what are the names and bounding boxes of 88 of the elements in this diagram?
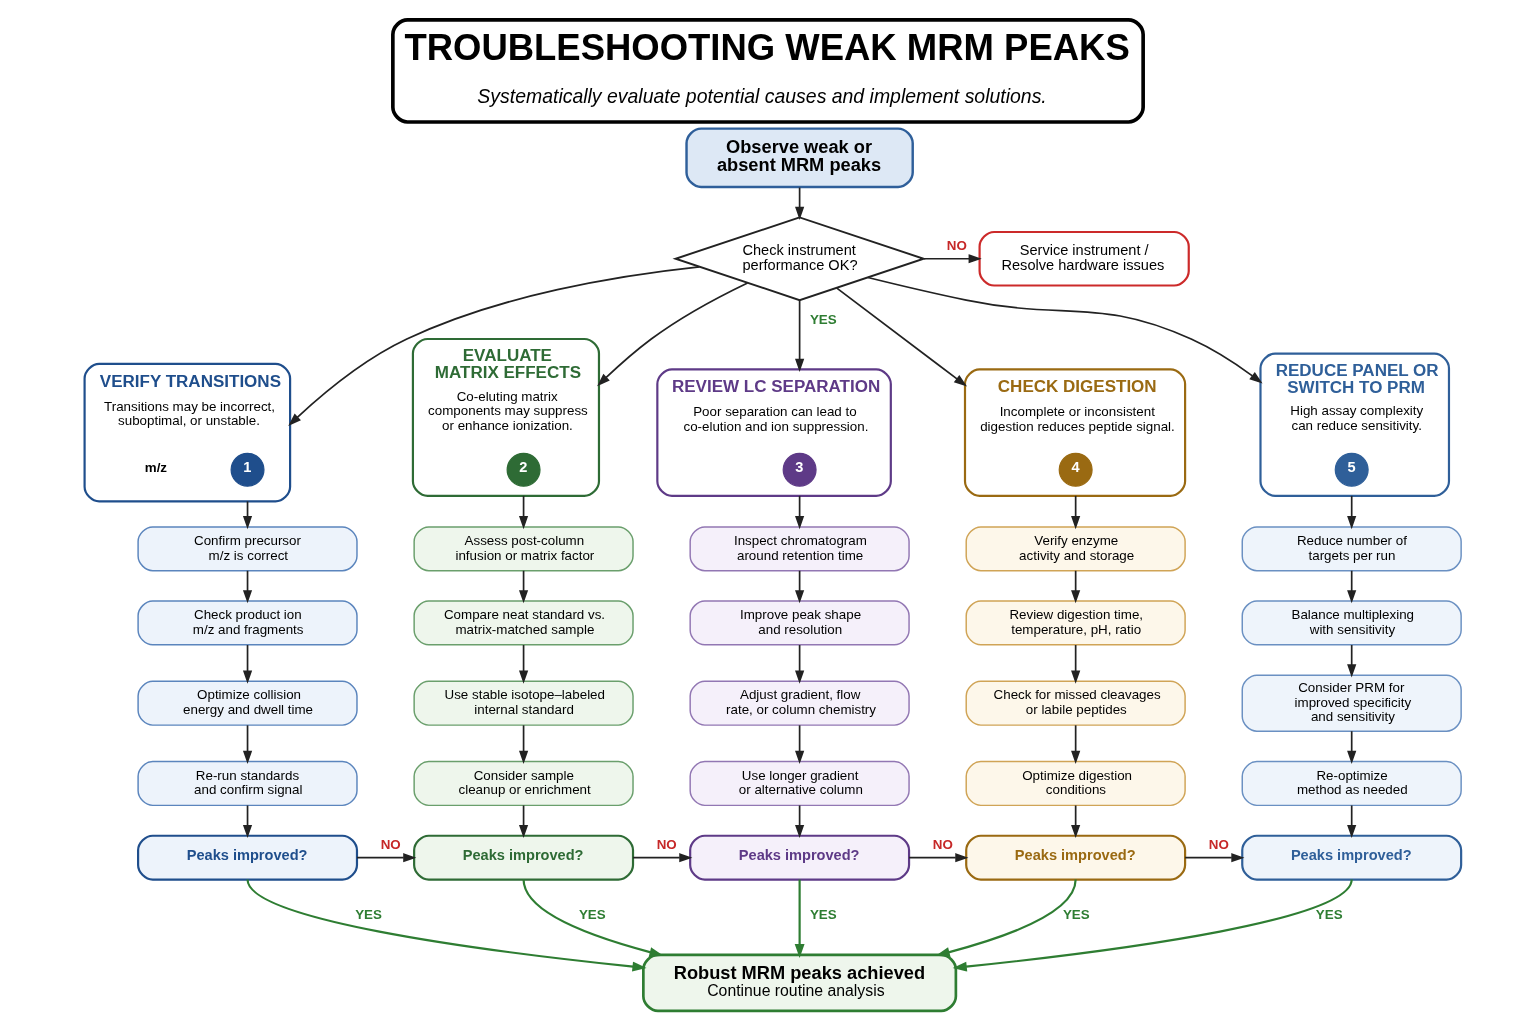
arrow [794,879,805,959]
arrow [288,265,701,426]
node-box: Peaks improved? [137,834,359,881]
arrow [597,282,749,387]
arrow [867,276,1263,384]
node-box: Re-run standards and confirm signal [137,760,358,807]
node-box: Confirm precursor m/z is correct [137,526,358,572]
edge-label: NO [946,238,967,254]
node-box: Review digestion time, temperature, pH, ratio [965,600,1186,646]
node-box: Optimize digestion conditions [965,760,1186,807]
arrow [952,879,1353,972]
edge-label: NO [932,836,953,852]
node-box: Use stable isotope–labeled internal standard [413,680,634,726]
arrow [923,254,982,264]
arrow [518,569,529,604]
arrow [935,879,1077,957]
node-box: Inspect chromatogram around retention time [689,526,910,572]
arrow [1071,804,1081,839]
arrow [356,853,417,863]
arrow [908,853,969,863]
node-box: Service instrument / Resolve hardware issues [978,230,1190,287]
node-box: Use longer gradient or alternative column [689,760,910,807]
node-box: Observe weak or absent MRM peaks [685,127,914,189]
node-box: Peaks improved? [413,834,635,881]
node-circle: 4 [1058,452,1093,487]
arrow [518,495,529,530]
arrow [1347,730,1357,764]
diagram-title: TROUBLESHOOTING WEAK MRM PEAKS [404,26,1130,68]
node-box: Consider PRM for improved specificity and sensitivity [1241,674,1462,732]
edge-label: YES [355,907,382,923]
arrow [632,853,693,863]
node-box: Peaks improved? [965,834,1187,881]
arrow [242,569,253,604]
node-box: Reduce number of targets per run [1241,526,1462,572]
arrow [795,186,805,220]
arrow [795,569,805,604]
edge-label: YES [578,907,606,923]
arrow [795,804,805,839]
arrow [1071,569,1081,604]
node-box: Optimize collision energy and dwell time [137,680,358,726]
node-box: Check product ion m/z and fragments [137,600,358,646]
node-box: Assess post-column infusion or matrix factor [413,526,634,572]
arrow [518,644,529,684]
arrow [836,287,968,387]
node-box: Improve peak shape and resolution [689,600,910,646]
label: m/z [144,459,168,475]
node-box: Adjust gradient, flow rate, or column chemistry [689,680,910,726]
node-box: Re-optimize method as needed [1241,760,1462,807]
arrow [1071,644,1081,684]
arrow [518,804,529,839]
arrow [246,879,647,972]
node-circle: 5 [1334,452,1369,487]
arrow [795,299,805,372]
node-box: Robust MRM peaks achieved Continue routine analysis [642,953,958,1013]
arrow [1347,644,1357,678]
node-box: Peaks improved? [1241,834,1463,881]
node-box: Check for missed cleavages or labile peptides [965,680,1186,726]
edge-label: YES [809,907,837,923]
arrow [1347,495,1357,530]
edge-label: YES [809,312,837,328]
arrow [1347,804,1357,839]
node-circle: 2 [506,452,541,487]
edge-label: YES [1315,907,1343,923]
edge-label: YES [1062,907,1090,923]
arrow [242,724,253,764]
edge-label: NO [1208,836,1229,852]
edge-label: NO [656,836,677,852]
node-box: Balance multiplexing with sensitivity [1241,600,1462,646]
node-box: Consider sample cleanup or enrichment [413,760,634,807]
arrow [1347,569,1357,604]
arrow [522,879,664,957]
node-box: Compare neat standard vs. matrix-matched sample [413,600,634,646]
arrow [242,644,253,684]
node-box: Peaks improved? [689,834,911,881]
arrow [1184,853,1245,863]
edge-label: NO [380,836,401,852]
arrow [518,724,529,764]
arrow [795,495,805,530]
arrow [1071,495,1081,530]
node-diamond: Check instrument performance OK? [672,216,927,302]
caption: Systematically evaluate potential causes and implement solutions. [477,85,1047,108]
arrow [242,804,253,839]
arrow [795,724,805,764]
arrow [795,644,805,684]
node-box: Verify enzyme activity and storage [965,526,1186,572]
node-circle: 1 [230,452,265,487]
arrow [1071,724,1081,764]
node-circle: 3 [782,452,817,487]
